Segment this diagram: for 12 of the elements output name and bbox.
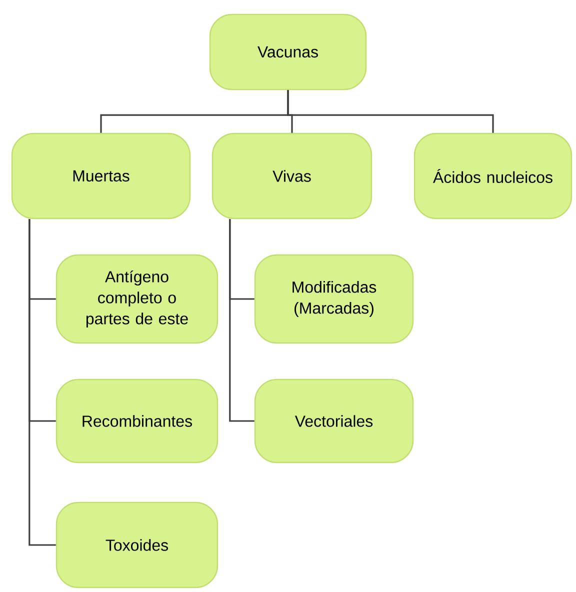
connector-line bbox=[28, 219, 56, 546]
rounded-box: Modificadas (Marcadas) bbox=[254, 254, 414, 344]
rounded-box: Antígeno completo o partes de este bbox=[56, 254, 218, 344]
rounded-box: Toxoides bbox=[56, 502, 218, 588]
rounded-box: Vivas bbox=[212, 132, 372, 220]
rounded-box: Vectoriales bbox=[254, 378, 414, 464]
rounded-box: Vacunas bbox=[209, 14, 367, 90]
rounded-box: Muertas bbox=[11, 132, 191, 220]
connector-line bbox=[229, 219, 254, 422]
rounded-box: Ácidos nucleicos bbox=[414, 132, 572, 220]
rounded-box: Recombinantes bbox=[56, 378, 218, 464]
connector-line bbox=[287, 90, 494, 133]
